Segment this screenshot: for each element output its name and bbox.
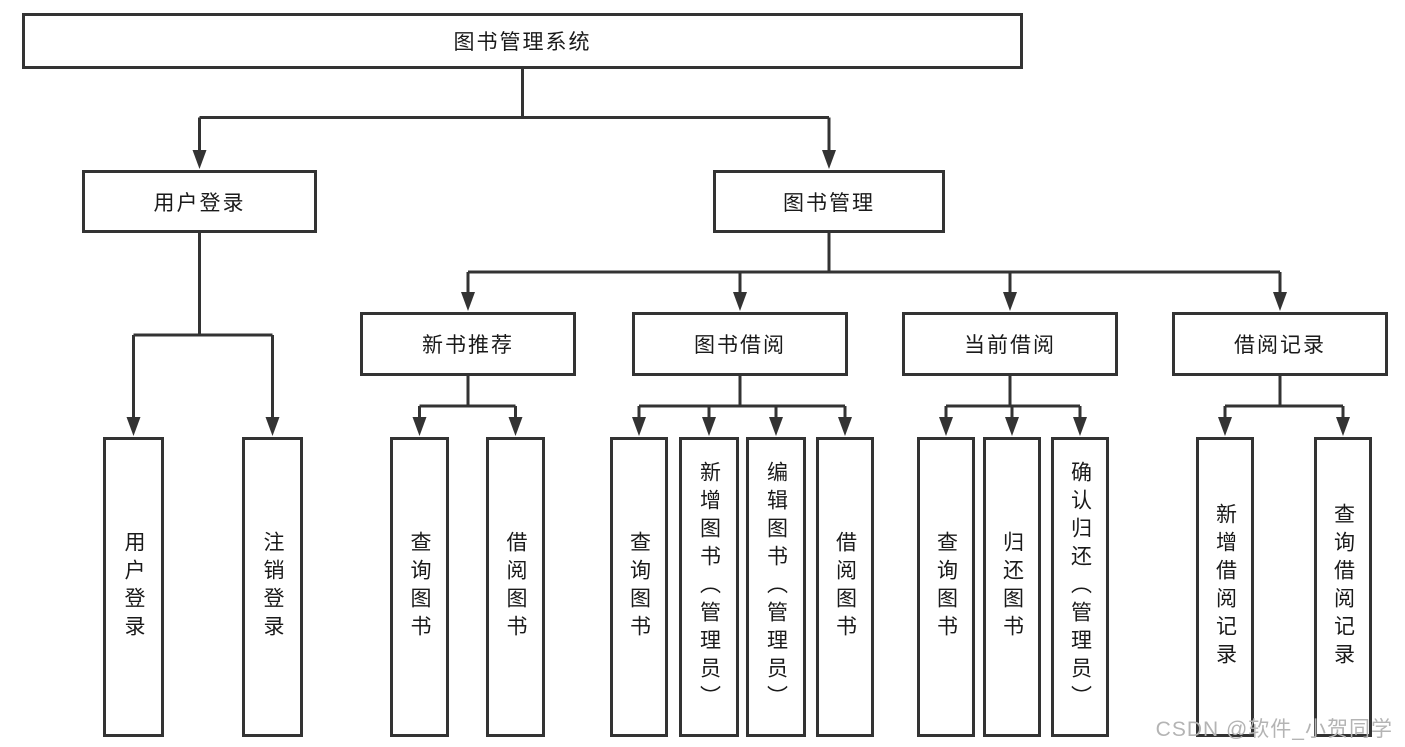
node-label: 归还图书	[1000, 531, 1024, 643]
node-borrow-records: 借阅记录	[1172, 312, 1388, 376]
leaf-query-books: 查询图书	[610, 437, 668, 737]
arrowhead-icons	[126, 150, 1350, 436]
node-current-borrow: 当前借阅	[902, 312, 1118, 376]
node-label: 当前借阅	[964, 334, 1056, 357]
node-label: 图书管理系统	[453, 31, 592, 54]
leaf-confirm-return-admin: 确认归还（管理员）	[1051, 437, 1109, 737]
node-user-login: 用户登录	[82, 170, 317, 233]
node-label: 图书管理	[783, 191, 875, 215]
leaf-edit-books-admin: 编辑图书（管理员）	[746, 437, 806, 737]
node-label: 确认归还（管理员）	[1068, 461, 1092, 713]
leaf-borrow-books: 借阅图书	[816, 437, 874, 737]
node-book-management: 图书管理	[713, 170, 945, 233]
node-label: 注销登录	[261, 531, 284, 643]
node-book-borrow: 图书借阅	[632, 312, 848, 376]
leaf-add-books-admin: 新增图书（管理员）	[679, 437, 739, 737]
leaf-logout: 注销登录	[242, 437, 303, 737]
node-label: 编辑图书（管理员）	[764, 461, 788, 713]
node-label: 新增借阅记录	[1213, 503, 1237, 671]
node-label: 用户登录	[122, 531, 145, 643]
node-label: 借阅记录	[1234, 334, 1326, 357]
leaf-borrow-books-recommend: 借阅图书	[486, 437, 545, 737]
node-label: 借阅图书	[833, 531, 857, 643]
leaf-query-borrow-record: 查询借阅记录	[1314, 437, 1372, 737]
leaf-user-login: 用户登录	[103, 437, 164, 737]
connector-edges	[132, 69, 1345, 418]
node-label: 新书推荐	[422, 334, 514, 357]
node-label: 查询图书	[627, 531, 651, 643]
leaf-return-books: 归还图书	[983, 437, 1041, 737]
leaf-query-books-current: 查询图书	[917, 437, 975, 737]
node-label: 用户登录	[153, 191, 246, 215]
node-label: 图书借阅	[694, 334, 786, 357]
node-label: 查询图书	[408, 531, 431, 643]
node-label: 查询图书	[934, 531, 958, 643]
node-label: 新增图书（管理员）	[697, 461, 721, 713]
node-label: 查询借阅记录	[1331, 503, 1355, 671]
csdn-watermark: CSDN @软件_小贺同学	[1155, 718, 1393, 741]
leaf-query-books-recommend: 查询图书	[390, 437, 449, 737]
node-new-book-recommend: 新书推荐	[360, 312, 576, 376]
node-label: 借阅图书	[504, 531, 527, 643]
leaf-add-borrow-record: 新增借阅记录	[1196, 437, 1254, 737]
node-library-management-system: 图书管理系统	[22, 13, 1023, 69]
